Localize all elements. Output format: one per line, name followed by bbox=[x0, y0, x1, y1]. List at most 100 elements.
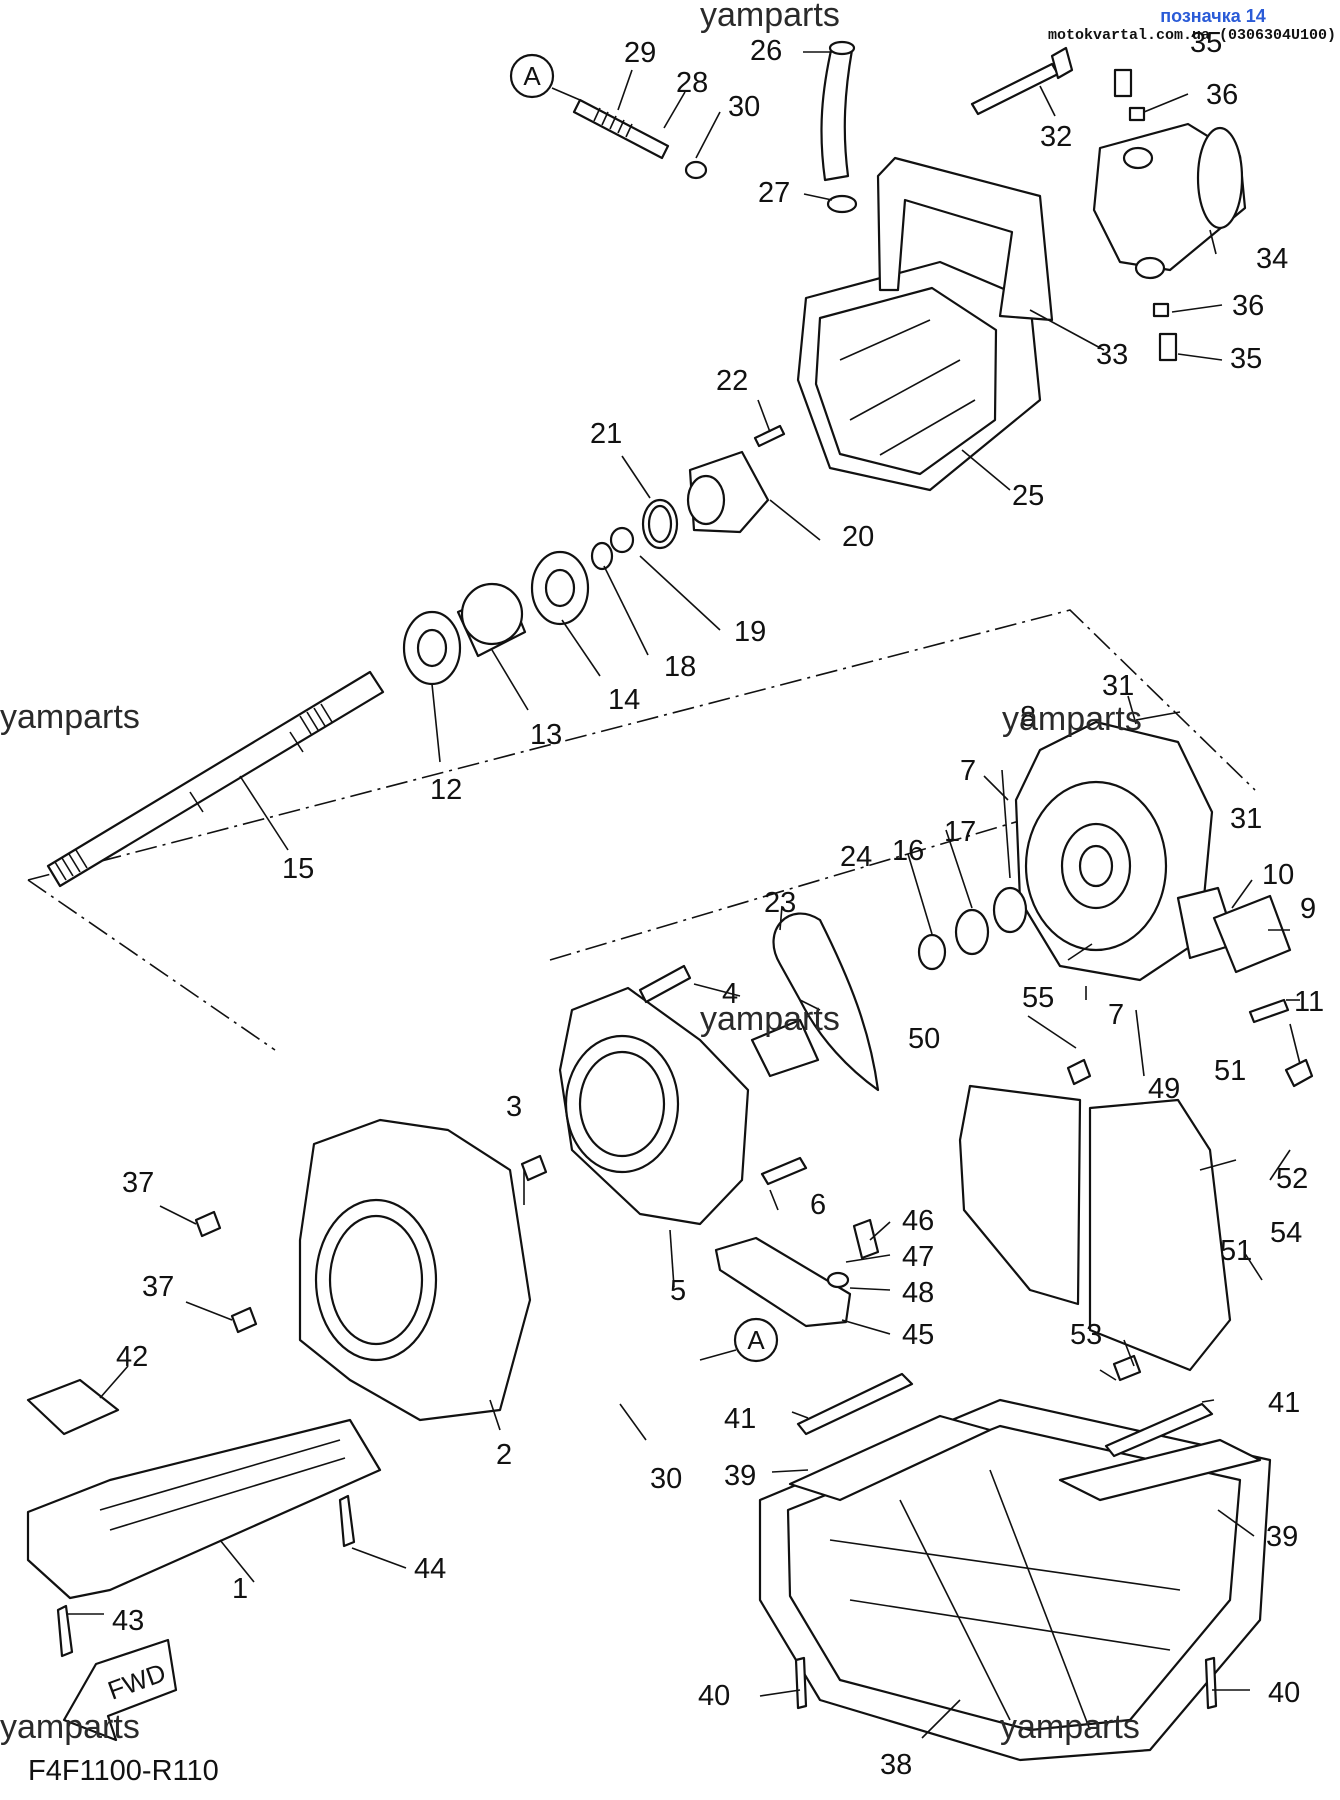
part-label-36b: 36 bbox=[1232, 290, 1264, 322]
part-label-38: 38 bbox=[880, 1749, 912, 1781]
part-label-11: 11 bbox=[1294, 986, 1324, 1018]
watermark-top: yamparts bbox=[700, 0, 840, 34]
watermark-right: yamparts bbox=[1002, 700, 1142, 738]
ride-plate bbox=[758, 1372, 1272, 1762]
part-label-40b: 40 bbox=[1268, 1677, 1300, 1709]
part-label-14: 14 bbox=[608, 684, 640, 716]
part-label-47: 47 bbox=[902, 1241, 934, 1273]
intake-duct bbox=[796, 260, 1042, 492]
part-label-17: 17 bbox=[944, 816, 976, 848]
part-label-28: 28 bbox=[676, 67, 708, 99]
part-label-2: 2 bbox=[496, 1439, 512, 1471]
part-label-34: 34 bbox=[1256, 243, 1288, 275]
source-label: motokvartal.com.ua (0306304U100) bbox=[1047, 27, 1336, 44]
part-label-7a: 7 bbox=[960, 755, 976, 787]
part-label-39a: 39 bbox=[724, 1460, 756, 1492]
part-label-41a: 41 bbox=[724, 1403, 756, 1435]
part-label-52: 52 bbox=[1276, 1163, 1308, 1195]
part-callouts: 1 2 3 4 5 6 7 7 8 9 10 11 12 13 14 15 16… bbox=[112, 27, 1324, 1781]
long-bolt bbox=[970, 46, 1074, 116]
part-label-37a: 37 bbox=[122, 1167, 154, 1199]
part-label-35b: 35 bbox=[1230, 343, 1262, 375]
figure-code: F4F1100-R110 bbox=[28, 1755, 219, 1787]
plate-bolts bbox=[794, 1656, 1218, 1710]
part-label-30a: 30 bbox=[728, 91, 760, 123]
part-label-12: 12 bbox=[430, 774, 462, 806]
part-label-26: 26 bbox=[750, 35, 782, 67]
svg-text:A: A bbox=[747, 1325, 765, 1355]
part-label-41b: 41 bbox=[1268, 1387, 1300, 1419]
impeller bbox=[750, 912, 880, 1092]
part-label-54: 54 bbox=[1270, 1217, 1302, 1249]
part-label-46: 46 bbox=[902, 1205, 934, 1237]
part-label-32: 32 bbox=[1040, 121, 1072, 153]
part-label-45: 45 bbox=[902, 1319, 934, 1351]
part-label-51a: 51 bbox=[1214, 1055, 1246, 1087]
ref-marker-top: A bbox=[509, 53, 581, 101]
part-label-55: 55 bbox=[1022, 982, 1054, 1014]
part-label-16: 16 bbox=[892, 835, 924, 867]
part-label-33: 33 bbox=[1096, 339, 1128, 371]
part-label-30b: 30 bbox=[650, 1463, 682, 1495]
part-label-27: 27 bbox=[758, 177, 790, 209]
part-label-35a: 35 bbox=[1190, 27, 1222, 59]
part-label-50: 50 bbox=[908, 1023, 940, 1055]
pump-mount bbox=[194, 1118, 532, 1422]
part-label-9: 9 bbox=[1300, 893, 1316, 925]
nozzle bbox=[1092, 68, 1247, 362]
part-label-22: 22 bbox=[716, 365, 748, 397]
part-label-10: 10 bbox=[1262, 859, 1294, 891]
watermark-bottom-left: yamparts bbox=[0, 1708, 140, 1746]
part-label-44: 44 bbox=[414, 1553, 446, 1585]
part-label-39b: 39 bbox=[1266, 1521, 1298, 1553]
leader-lines bbox=[68, 51, 1301, 1739]
watermark-bottom-right: yamparts bbox=[1000, 1708, 1140, 1746]
mount-plates bbox=[714, 1058, 1314, 1382]
part-label-19: 19 bbox=[734, 616, 766, 648]
part-label-37b: 37 bbox=[142, 1271, 174, 1303]
part-label-31a: 31 bbox=[1102, 670, 1134, 702]
svg-text:A: A bbox=[523, 61, 541, 91]
part-label-31b: 31 bbox=[1230, 803, 1262, 835]
part-label-18: 18 bbox=[664, 651, 696, 683]
hose-and-cable bbox=[572, 40, 858, 214]
part-label-3: 3 bbox=[506, 1091, 522, 1123]
gasket-plate bbox=[876, 156, 1054, 322]
part-label-6: 6 bbox=[810, 1189, 826, 1221]
part-label-20: 20 bbox=[842, 521, 874, 553]
part-label-25: 25 bbox=[1012, 480, 1044, 512]
header-note: позначка 14 motokvartal.com.ua (0306304U… bbox=[1030, 6, 1336, 44]
badge-label: позначка 14 bbox=[1160, 6, 1266, 26]
part-label-21: 21 bbox=[590, 418, 622, 450]
part-label-40a: 40 bbox=[698, 1680, 730, 1712]
part-label-48: 48 bbox=[902, 1277, 934, 1309]
stator-housing bbox=[520, 964, 808, 1226]
part-label-24: 24 bbox=[840, 841, 872, 873]
part-label-49: 49 bbox=[1148, 1073, 1180, 1105]
ref-marker-bottom: A bbox=[699, 1317, 779, 1363]
part-label-8: 8 bbox=[1020, 701, 1036, 733]
part-label-36a: 36 bbox=[1206, 79, 1238, 111]
part-label-53: 53 bbox=[1070, 1319, 1102, 1351]
part-label-23: 23 bbox=[764, 887, 796, 919]
part-label-1: 1 bbox=[232, 1573, 248, 1605]
part-label-43: 43 bbox=[112, 1605, 144, 1637]
assembly-frame bbox=[27, 609, 1256, 1051]
part-label-4: 4 bbox=[722, 978, 738, 1010]
watermark-left: yamparts bbox=[0, 698, 140, 736]
spacer-washers bbox=[917, 886, 1028, 971]
part-label-5: 5 bbox=[670, 1275, 686, 1307]
part-label-7b: 7 bbox=[1108, 999, 1124, 1031]
intake-grate bbox=[26, 1378, 382, 1658]
part-label-42: 42 bbox=[116, 1341, 148, 1373]
bearing-set bbox=[402, 526, 635, 686]
part-label-13: 13 bbox=[530, 719, 562, 751]
watermark-center: yamparts bbox=[700, 1000, 840, 1038]
bearing-housing bbox=[641, 424, 786, 550]
fwd-arrow: FWD bbox=[62, 1638, 178, 1742]
part-label-51b: 51 bbox=[1220, 1235, 1252, 1267]
part-label-29: 29 bbox=[624, 37, 656, 69]
drive-shaft bbox=[46, 670, 385, 888]
watermarks: yamparts yamparts yamparts yamparts yamp… bbox=[0, 0, 1142, 1746]
